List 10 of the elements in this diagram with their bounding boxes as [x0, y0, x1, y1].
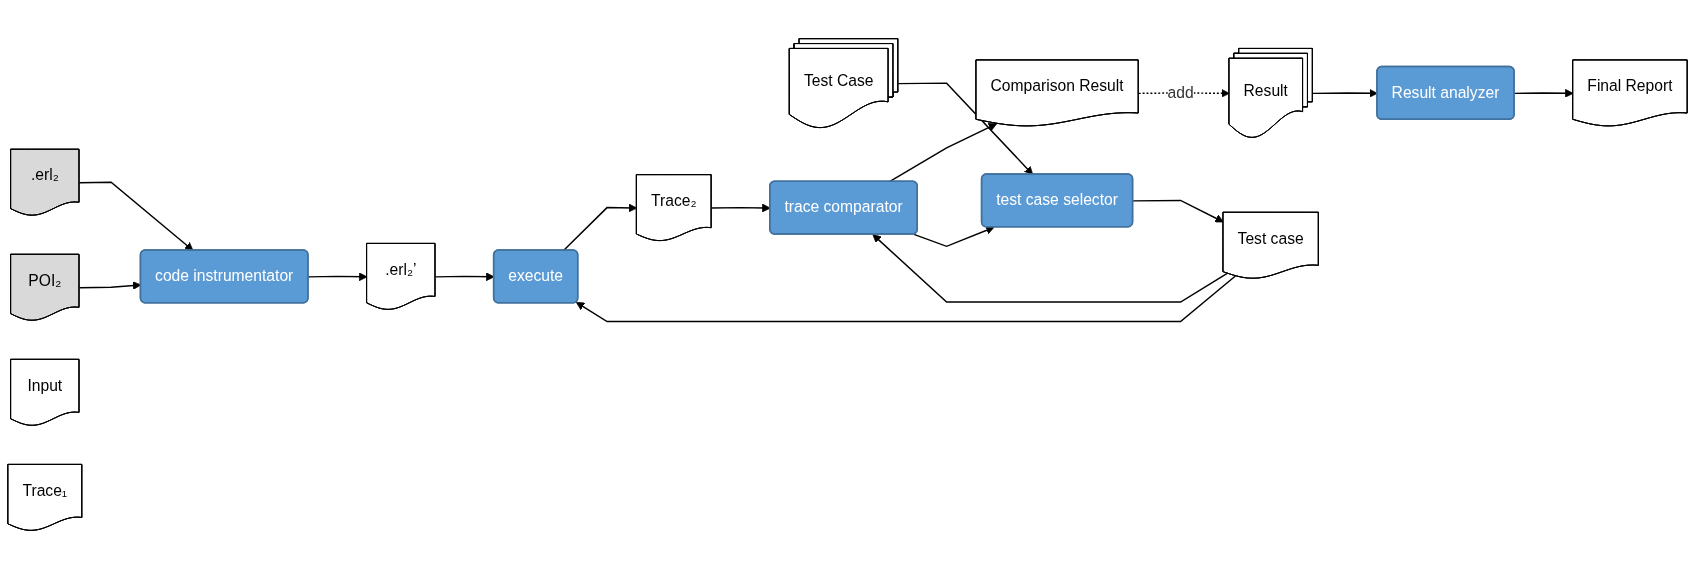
arrow	[307, 272, 368, 282]
arrow	[913, 226, 995, 248]
arrow	[78, 181, 194, 251]
arrow	[1137, 89, 1230, 98]
arrow	[1132, 199, 1224, 223]
arrow	[562, 203, 638, 252]
arrow	[897, 82, 1034, 175]
arrow	[575, 275, 1237, 323]
edge-label: add	[1167, 84, 1194, 101]
arrow	[872, 234, 1228, 303]
